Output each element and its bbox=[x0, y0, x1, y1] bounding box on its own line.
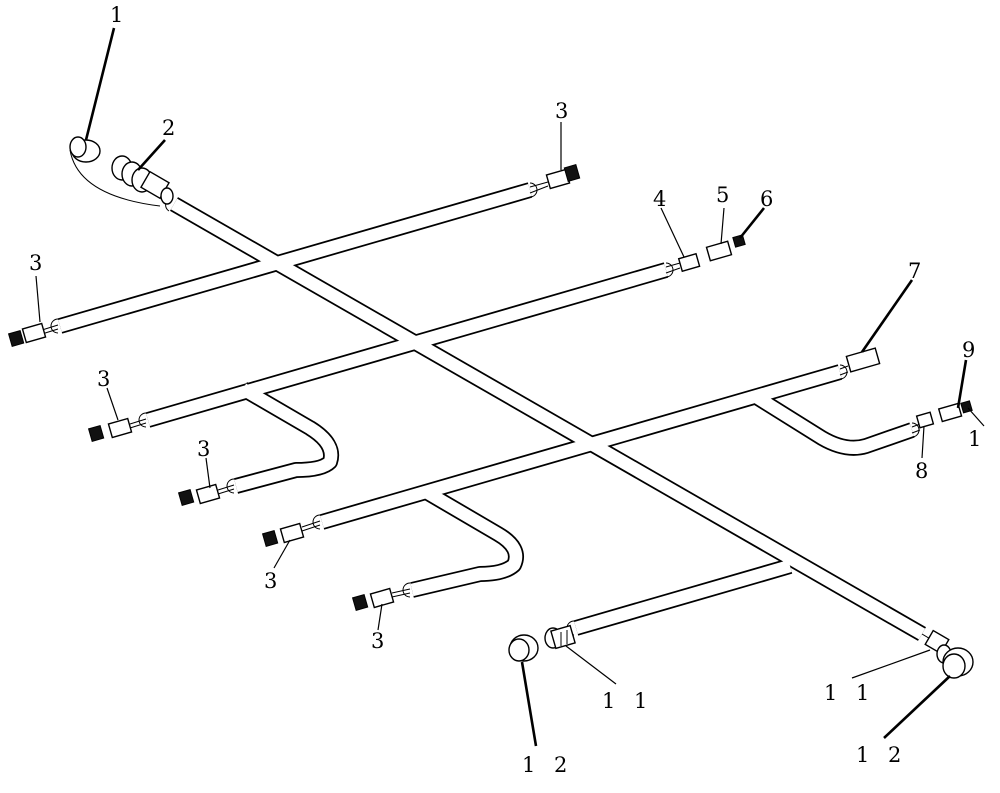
part-3-connector-third bbox=[261, 520, 321, 548]
leader-lines bbox=[35, 27, 985, 747]
callout-5: 5 bbox=[716, 183, 735, 207]
part-1-cap bbox=[69, 136, 161, 207]
callout-7: 7 bbox=[908, 259, 927, 283]
callout-3-left-mid: 3 bbox=[97, 367, 116, 391]
callout-8: 8 bbox=[915, 459, 934, 483]
connectors bbox=[7, 136, 974, 679]
part-11-connector-left bbox=[544, 624, 576, 650]
callout-3-loop: 3 bbox=[197, 437, 216, 461]
part-2-circular-connector bbox=[111, 155, 174, 205]
callout-3-third: 3 bbox=[264, 569, 283, 593]
callout-4: 4 bbox=[653, 187, 672, 211]
callout-1: 1 bbox=[110, 3, 129, 27]
part-9-connector bbox=[937, 402, 963, 423]
callout-2: 2 bbox=[162, 116, 181, 140]
part-8-connector bbox=[911, 411, 935, 434]
part-3-connector-top-right bbox=[529, 163, 581, 194]
part-12-cap-left bbox=[508, 634, 539, 662]
part-4-connector bbox=[665, 252, 701, 274]
part-7-connector bbox=[839, 347, 881, 376]
callout-9: 9 bbox=[962, 338, 981, 362]
part-3-connector-left-mid bbox=[87, 417, 147, 443]
callout-3-bottom: 3 bbox=[371, 629, 390, 653]
callout-11-right: 1 1 bbox=[824, 681, 875, 705]
part-3-connector-left-top bbox=[7, 322, 59, 348]
callout-labels: 1 2 3 3 3 3 3 3 4 5 6 7 8 9 1 0 1 1 1 1 … bbox=[29, 3, 1000, 777]
callout-12-left: 1 2 bbox=[522, 753, 573, 777]
part-6-lock bbox=[732, 234, 746, 248]
part-5-connector bbox=[705, 240, 733, 262]
callout-3-top: 3 bbox=[555, 99, 574, 123]
part-3-connector-bottom bbox=[351, 587, 411, 612]
callout-11-left: 1 1 bbox=[602, 689, 653, 713]
callout-6: 6 bbox=[760, 187, 779, 211]
callout-10: 1 0 bbox=[968, 427, 1000, 451]
part-3-connector-loop bbox=[177, 483, 235, 507]
harness-tubes bbox=[50, 182, 926, 641]
part-12-cap-right bbox=[942, 647, 974, 679]
callout-12-right: 1 2 bbox=[856, 743, 907, 767]
callout-3-left-top: 3 bbox=[29, 251, 48, 275]
